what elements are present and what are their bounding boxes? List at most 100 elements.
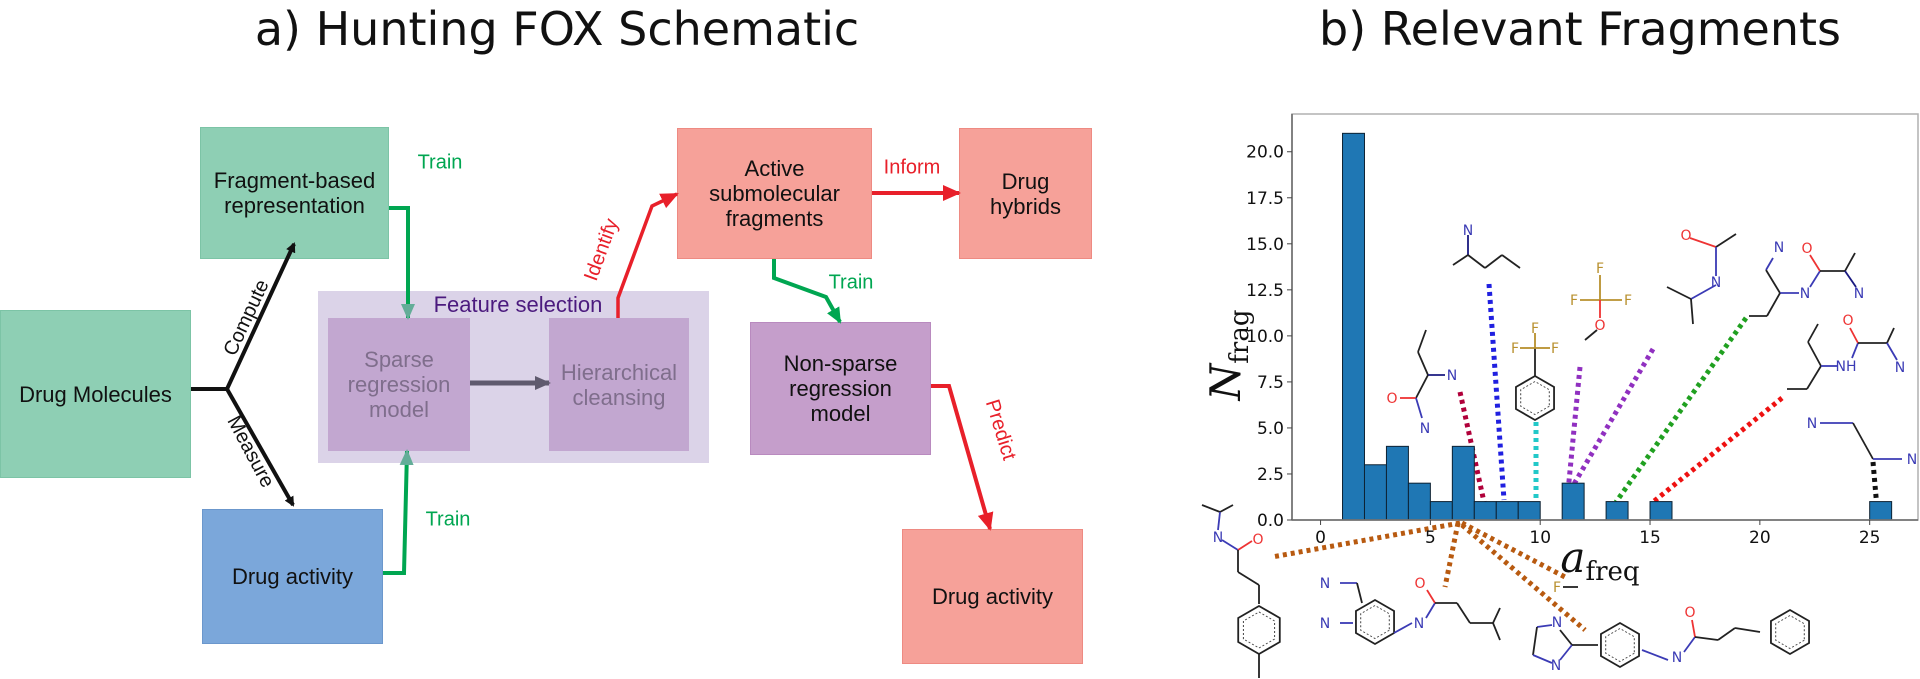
bond xyxy=(1690,298,1694,325)
x-axis-label-main: a xyxy=(1560,533,1585,582)
ring xyxy=(1600,621,1640,669)
box-line: Hierarchical xyxy=(560,359,678,385)
bond xyxy=(1456,602,1471,624)
box-line: Active xyxy=(744,156,805,181)
box-line: Drug xyxy=(1001,168,1050,194)
x-tick-label: 15 xyxy=(1639,528,1661,548)
atom-label: N xyxy=(1854,286,1864,302)
ring-aromatic xyxy=(1520,380,1550,416)
ring-aromatic xyxy=(1605,627,1635,663)
bond xyxy=(1844,252,1856,272)
predict-arrow xyxy=(931,384,994,531)
bond xyxy=(1666,286,1692,300)
atom-label: N xyxy=(1907,452,1917,468)
y-tick-label: 7.5 xyxy=(1257,373,1284,393)
histogram-bars xyxy=(1342,132,1893,521)
ring xyxy=(1770,608,1810,656)
bond xyxy=(1356,582,1363,604)
bond xyxy=(1691,619,1696,638)
bond xyxy=(1219,504,1234,513)
atom-label: N xyxy=(1420,421,1430,437)
y-tick-label: 10.0 xyxy=(1246,327,1284,347)
drug-molecules-box: Drug Molecules xyxy=(0,310,191,478)
connector-isopropylacetamide xyxy=(1571,347,1656,486)
y-tick-label: 12.5 xyxy=(1246,281,1284,301)
box-line: representation xyxy=(224,193,365,218)
atom-label: N xyxy=(1320,616,1330,632)
atom-label: O xyxy=(1414,576,1425,592)
atom-label: N xyxy=(1551,658,1561,674)
train-top-arrow xyxy=(389,206,415,320)
identify-arrow xyxy=(616,192,679,318)
y-tick-label: 20.0 xyxy=(1246,143,1284,163)
bond xyxy=(1484,254,1503,269)
atom-label: N xyxy=(1711,275,1721,291)
bond xyxy=(1717,627,1736,641)
bond xyxy=(1415,397,1423,419)
train-top-label: Train xyxy=(417,151,463,174)
box-line: submolecular xyxy=(709,181,840,206)
bond xyxy=(1532,626,1538,656)
box-line: Drug activity xyxy=(931,584,1054,609)
atom-label: N xyxy=(1774,240,1784,256)
histogram-bar xyxy=(1649,501,1673,521)
diagram-arrows xyxy=(191,185,994,575)
histogram-bar xyxy=(1495,501,1519,521)
box-line: Sparse xyxy=(364,347,434,372)
atom-label: N xyxy=(1213,530,1223,546)
atom-label: O xyxy=(1684,605,1695,621)
connector-aminopentane xyxy=(1486,283,1507,501)
inform-label: Inform xyxy=(883,156,941,179)
bond xyxy=(1237,540,1253,551)
bond xyxy=(1886,327,1895,344)
histogram-bar xyxy=(1605,501,1629,521)
bond xyxy=(1217,511,1221,531)
measure-arrow xyxy=(225,388,295,507)
bond xyxy=(1492,607,1501,624)
bond xyxy=(1809,270,1821,288)
atom-label: N xyxy=(1552,615,1562,631)
bond xyxy=(1201,504,1221,513)
box-line: cleansing xyxy=(572,384,666,410)
x-axis-label-sub: freq xyxy=(1585,557,1639,587)
bond xyxy=(1807,323,1819,343)
box-line: hybrids xyxy=(990,193,1061,219)
histogram-bar xyxy=(1517,501,1541,521)
x-tick-label: 0 xyxy=(1315,528,1326,548)
x-tick-label: 5 xyxy=(1425,528,1436,548)
ring xyxy=(1515,374,1555,422)
drug-activity-output-box: Drug activity xyxy=(902,529,1083,664)
bond xyxy=(1559,644,1573,661)
train-right-arrow xyxy=(772,259,842,324)
drug-activity-input-box: Drug activity xyxy=(202,509,383,644)
y-tick-label: 0.0 xyxy=(1257,511,1284,531)
bond xyxy=(1492,622,1501,641)
atom-label: F xyxy=(1551,341,1559,357)
box-line: regression xyxy=(789,376,892,401)
bond xyxy=(1425,602,1436,619)
atom-label: O xyxy=(1801,241,1812,257)
bond xyxy=(1467,254,1486,269)
atom-label: F xyxy=(1570,293,1578,309)
bond xyxy=(1852,422,1874,460)
atom-label: F xyxy=(1624,293,1632,309)
bond xyxy=(1689,237,1717,248)
box-line: Fragment-based xyxy=(213,168,376,193)
atom-label: O xyxy=(1594,318,1605,334)
atom-label: N xyxy=(1447,368,1457,384)
y-tick-label: 2.5 xyxy=(1257,465,1284,485)
bond xyxy=(1452,254,1469,266)
bond xyxy=(1849,327,1859,344)
box-line: model xyxy=(369,397,429,422)
histogram-bar xyxy=(1429,501,1453,521)
y-axis-label-sub: frag xyxy=(1225,310,1255,364)
bond xyxy=(1584,329,1598,341)
bond xyxy=(1886,342,1898,361)
bond xyxy=(1690,284,1717,300)
